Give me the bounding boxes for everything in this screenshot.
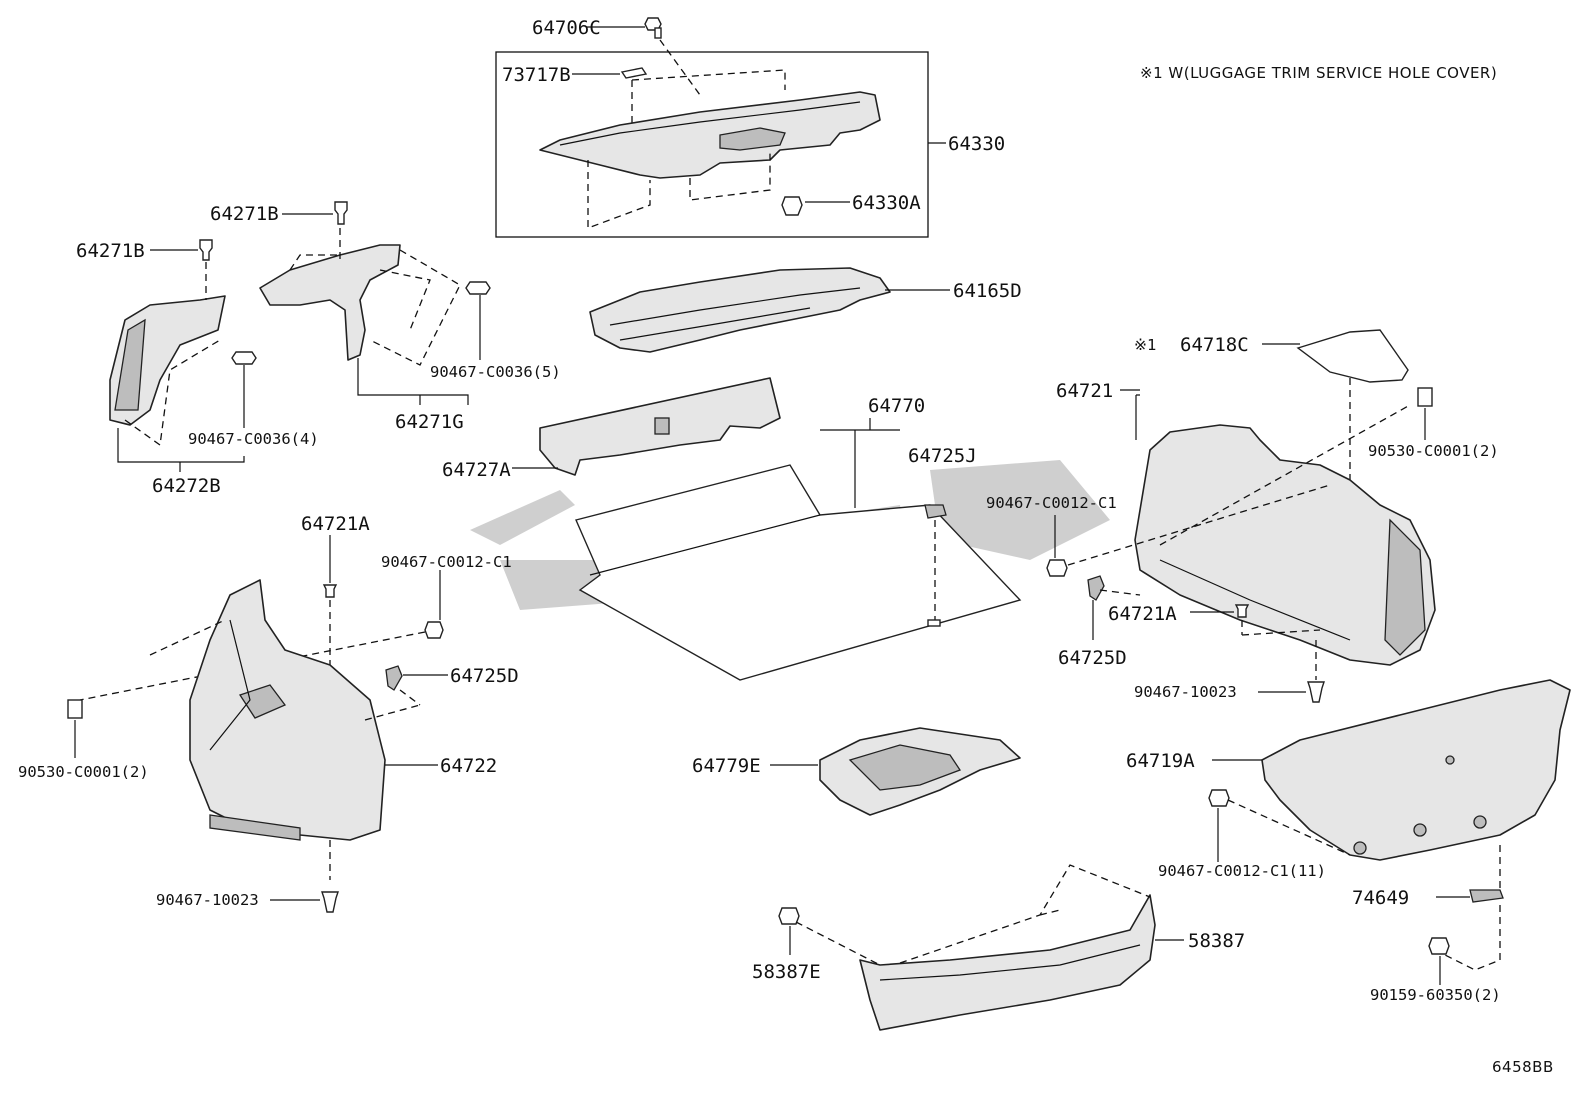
part-64770-floor-mat	[575, 464, 1022, 681]
part-64706C-clip	[644, 17, 662, 39]
part-64721A-clip-left	[322, 584, 338, 598]
note-service-hole-cover: ※1 W(LUGGAGE TRIM SERVICE HOLE COVER)	[1140, 64, 1497, 82]
part-90467-C0012-C1-clip-left	[424, 621, 444, 639]
part-90467-10023-clip-left	[321, 891, 339, 913]
part-64330A-clip	[781, 196, 803, 216]
label-64330A: 64330A	[852, 192, 921, 214]
label-64727A: 64727A	[442, 459, 511, 481]
label-64330: 64330	[948, 133, 1005, 155]
label-64770: 64770	[868, 395, 925, 417]
part-64719A-trunk-lid-trim	[1261, 679, 1571, 861]
label-64165D: 64165D	[953, 280, 1022, 302]
part-64272B-side-trim	[109, 295, 226, 426]
part-64722-quarter-trim	[189, 579, 386, 841]
part-90467-10023-clip-right	[1307, 681, 1325, 703]
part-90467-C0036-clip-a	[465, 281, 491, 295]
label-90467-C0036-5: 90467-C0036(5)	[430, 363, 561, 381]
label-64725D-left: 64725D	[450, 665, 519, 687]
part-64271G-trim	[259, 244, 401, 361]
label-64718C-mark: ※1	[1134, 336, 1156, 354]
part-90530-C0001-cover-left	[67, 699, 83, 719]
part-73717B-clip	[620, 67, 648, 79]
part-64725D-clip-left	[385, 665, 403, 691]
label-64721A-left: 64721A	[301, 513, 370, 535]
part-90159-60350-bolt	[1428, 937, 1450, 955]
label-90530-C0001-2-left: 90530-C0001(2)	[18, 763, 149, 781]
label-90467-C0012-C1-11: 90467-C0012-C1(11)	[1158, 862, 1326, 880]
label-64722: 64722	[440, 755, 497, 777]
part-74649-clip	[1469, 889, 1504, 903]
part-64271B-clip-b	[199, 239, 213, 261]
label-64719A: 64719A	[1126, 750, 1195, 772]
part-64725J-clip	[924, 504, 947, 519]
part-90467-C0012-C1-clip-11	[1208, 789, 1230, 807]
label-58387E: 58387E	[752, 961, 821, 983]
label-64271B-a: 64271B	[210, 203, 279, 225]
label-90467-10023-left: 90467-10023	[156, 891, 259, 909]
part-64330-shelf-panel	[539, 91, 881, 179]
label-90159-60350-2: 90159-60350(2)	[1370, 986, 1501, 1004]
label-64271G: 64271G	[395, 411, 464, 433]
part-64725D-clip-right	[1087, 575, 1105, 601]
part-64165D-tray	[589, 267, 891, 353]
part-58387-scuff-plate	[859, 894, 1156, 1031]
part-64718C-cover	[1296, 329, 1409, 383]
part-64779E-tray	[819, 727, 1021, 816]
label-58387: 58387	[1188, 930, 1245, 952]
label-90467-C0012-C1-left: 90467-C0012-C1	[381, 553, 512, 571]
label-64271B-b: 64271B	[76, 240, 145, 262]
assembly-box-64330	[495, 51, 929, 238]
label-90467-10023-right: 90467-10023	[1134, 683, 1237, 701]
part-64727A-panel	[539, 377, 781, 476]
label-64779E: 64779E	[692, 755, 761, 777]
label-74649: 74649	[1352, 887, 1409, 909]
diagram-code: 6458BB	[1492, 1058, 1554, 1076]
label-64721: 64721	[1056, 380, 1113, 402]
label-64706C: 64706C	[532, 17, 601, 39]
label-64721A-right: 64721A	[1108, 603, 1177, 625]
part-58387E-clip	[778, 907, 800, 925]
label-64718C: 64718C	[1180, 334, 1249, 356]
part-90530-C0001-cover-right	[1417, 387, 1433, 407]
label-90467-C0036-4: 90467-C0036(4)	[188, 430, 319, 448]
part-90467-C0036-clip-b	[231, 351, 257, 365]
label-64272B: 64272B	[152, 475, 221, 497]
label-90530-C0001-2-right: 90530-C0001(2)	[1368, 442, 1499, 460]
label-64725D-right: 64725D	[1058, 647, 1127, 669]
label-73717B: 73717B	[502, 64, 571, 86]
part-64721A-clip-right	[1234, 604, 1250, 618]
part-64721-trunk-side-trim	[1134, 424, 1436, 666]
part-90467-C0012-C1-clip-right	[1046, 559, 1068, 577]
label-90467-C0012-C1-right: 90467-C0012-C1	[986, 494, 1117, 512]
label-64725J: 64725J	[908, 445, 977, 467]
part-64271B-clip-a	[334, 201, 348, 225]
